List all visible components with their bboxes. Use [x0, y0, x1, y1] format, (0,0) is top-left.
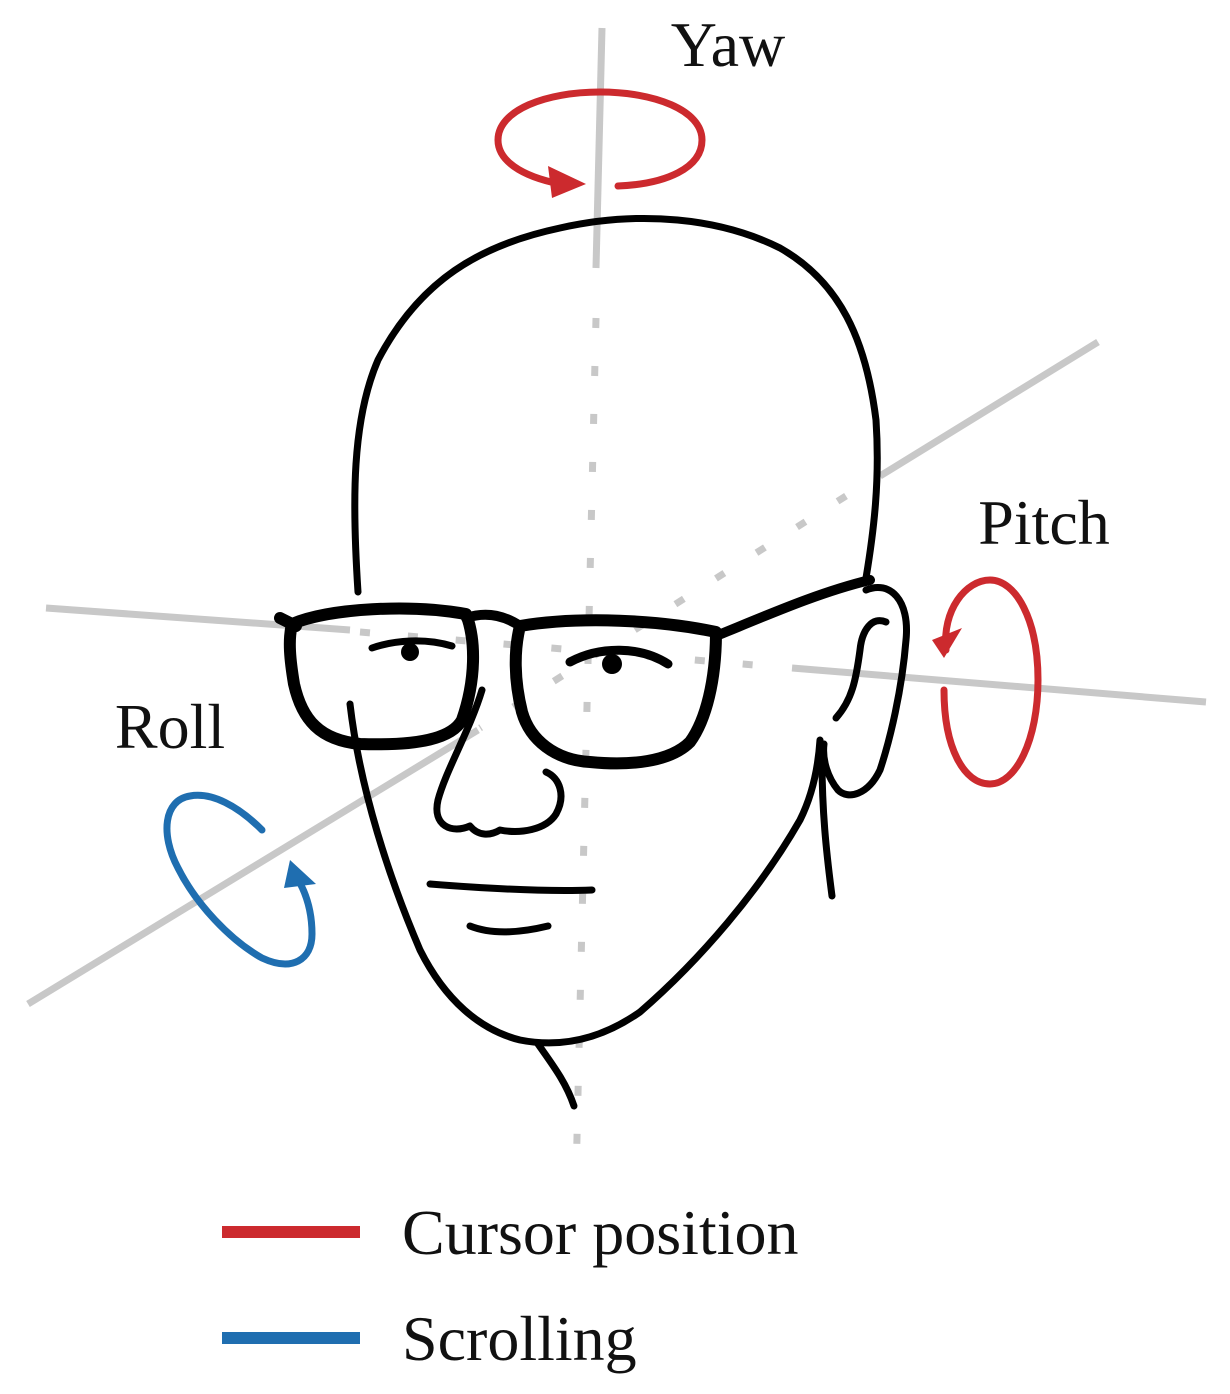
head-outline	[351, 215, 881, 596]
roll-rotation-arrow	[163, 791, 316, 968]
pitch-rotation-arrow	[932, 576, 1042, 788]
legend: Cursor position Scrolling	[222, 1197, 798, 1374]
right-eyebrow	[565, 645, 673, 669]
neck-line-back	[818, 756, 836, 900]
yaw-label: Yaw	[671, 9, 785, 80]
mouth-lower	[466, 922, 552, 936]
nose	[433, 686, 565, 838]
left-eye	[401, 643, 419, 661]
ear-inner	[832, 617, 890, 722]
yaw-axis	[572, 27, 606, 1181]
yaw-rotation-arrow	[494, 88, 706, 198]
legend-label-cursor: Cursor position	[402, 1197, 798, 1268]
pitch-label: Pitch	[978, 487, 1110, 558]
head-illustration	[274, 215, 910, 1110]
left-eyebrow	[368, 637, 456, 652]
glasses-left-lens	[283, 602, 480, 751]
mouth-upper	[426, 880, 596, 895]
glasses-right-lens	[509, 614, 722, 770]
jaw-outline	[346, 700, 824, 1047]
legend-item-cursor: Cursor position	[222, 1197, 798, 1268]
roll-axis	[26, 339, 1100, 1007]
neck-line-front	[534, 1040, 578, 1110]
glasses-temple	[711, 575, 875, 641]
glasses-left-hinge	[274, 612, 302, 632]
legend-label-scrolling: Scrolling	[402, 1303, 637, 1374]
glasses-bridge	[461, 609, 525, 631]
ear	[820, 584, 910, 799]
legend-item-scrolling: Scrolling	[222, 1303, 637, 1374]
right-eye	[602, 654, 622, 674]
roll-label: Roll	[115, 691, 225, 762]
